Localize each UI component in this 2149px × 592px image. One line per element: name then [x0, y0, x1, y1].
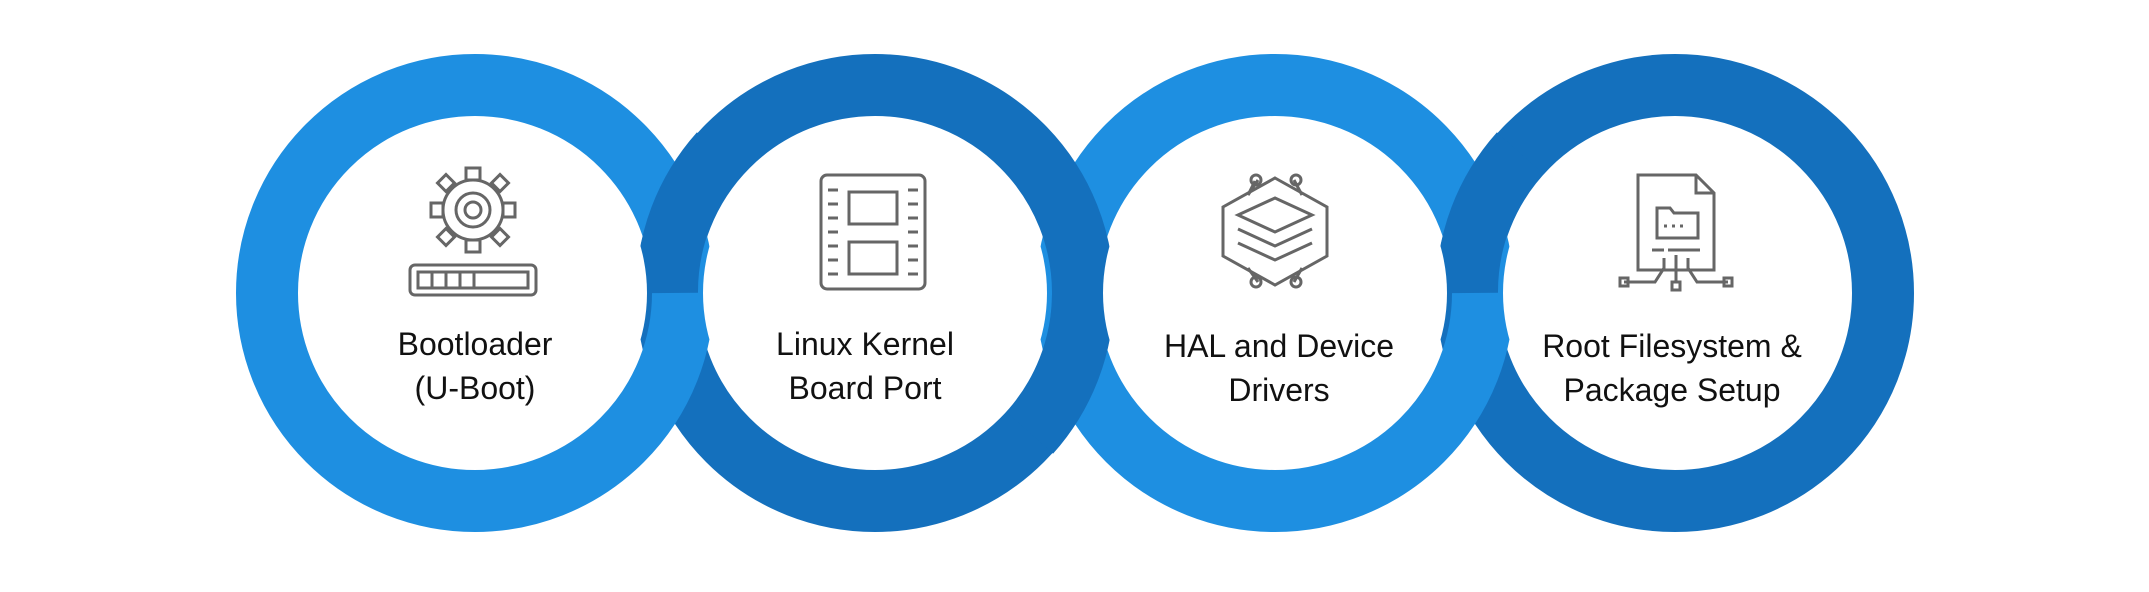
- disc-2: [703, 121, 1047, 465]
- step-1-line-2: (U-Boot): [414, 370, 536, 406]
- step-2-line-1: Linux Kernel: [776, 326, 954, 362]
- disc-3: [1103, 121, 1447, 465]
- ring-2-lower-overlap-arc: [1006, 292, 1115, 454]
- ring-2-overlap-arc: [635, 132, 744, 294]
- step-2-line-2: Board Port: [788, 370, 942, 406]
- step-2-label: Linux Kernel Board Port: [705, 322, 1025, 410]
- step-3-line-1: HAL and Device: [1163, 328, 1395, 364]
- gear-bootloader-icon: [408, 166, 538, 297]
- disc-1: [303, 121, 647, 465]
- file-folder-network-icon: [1618, 173, 1734, 292]
- ring-4-overlap-arc: [1435, 132, 1544, 294]
- step-1-line-1: Bootloader: [397, 326, 553, 362]
- step-4-line-1: Root Filesystem &: [1542, 328, 1802, 364]
- ring-1: [236, 54, 714, 532]
- step-4-line-2: Package Setup: [1563, 372, 1781, 408]
- step-4-label: Root Filesystem & Package Setup: [1512, 324, 1832, 412]
- step-3-line-2: Drivers: [1228, 372, 1330, 408]
- kernel-board-icon: [819, 173, 927, 291]
- layers-circuit-icon: [1221, 173, 1329, 289]
- disc-4: [1503, 121, 1847, 465]
- step-1-label: Bootloader (U-Boot): [315, 322, 635, 410]
- step-3-label: HAL and Device Drivers: [1119, 324, 1439, 412]
